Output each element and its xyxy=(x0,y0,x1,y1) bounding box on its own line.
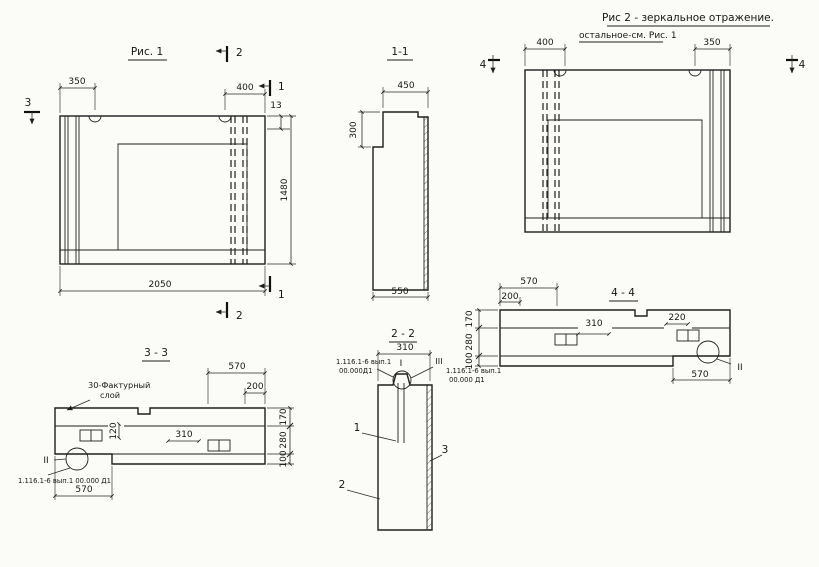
fig2-dim-350-label: 350 xyxy=(703,38,720,48)
facing-layer-note-line1: 30-Фактурный xyxy=(88,380,150,390)
section-2-2-node-I-label: I xyxy=(400,359,403,369)
fig1-view: Рис. 1 350 400 2 2 1 xyxy=(24,46,296,322)
section-3-3-dim-280-label: 280 xyxy=(279,431,289,448)
fig1-cut1-top-label: 1 xyxy=(278,81,285,93)
section-3-3-view: 3 - 3 30-Фактурный слой 570 200 120 310 xyxy=(18,347,294,500)
section-4-4-dim-570-top-label: 570 xyxy=(520,277,537,287)
fig1-dim-13-label: 13 xyxy=(270,101,281,111)
part-2-label: 2 xyxy=(339,479,346,491)
fig1-lifting-slot-right xyxy=(218,115,232,123)
section-1-1-dim-300-label: 300 xyxy=(349,121,359,138)
fig2-subtitle: остальное-см. Рис. 1 xyxy=(579,31,677,41)
fig1-cut3-label: 3 xyxy=(25,97,32,109)
section-3-3-dim-170-label: 170 xyxy=(279,408,289,425)
section-4-4-title: 4 - 4 xyxy=(611,287,635,299)
section-2-2-node-III-label: III xyxy=(435,356,442,366)
section-4-4-node-II-label: II xyxy=(737,363,742,373)
section-4-4-view: 4 - 4 570 200 310 220 170 2 xyxy=(465,277,743,384)
section-2-2-facing-layer xyxy=(427,385,432,530)
section-3-3-title: 3 - 3 xyxy=(144,347,168,359)
section-2-2-dim-310-label: 310 xyxy=(396,343,413,353)
section-3-3-dim-100-label: 100 xyxy=(279,450,289,467)
fig2-cut4-left-label: 4 xyxy=(480,59,487,71)
fig2-view: Рис 2 - зеркальное отражение. остальное-… xyxy=(480,12,806,233)
fig2-lifting-slot-right xyxy=(688,69,702,77)
section-2-2-body xyxy=(377,373,433,531)
fig1-dim-2050-label: 2050 xyxy=(149,280,172,290)
section-4-4-dim-200-label: 200 xyxy=(501,292,518,302)
section-4-4-dim-100-label: 100 xyxy=(465,352,475,369)
section-4-4-dim-310-label: 310 xyxy=(585,319,602,329)
fig1-dim-1480-label: 1480 xyxy=(280,178,290,201)
node-II-callout-circle xyxy=(696,340,720,364)
section-4-4-dim-280-label: 280 xyxy=(465,333,475,350)
section-3-3-body xyxy=(54,407,266,465)
fig1-title: Рис. 1 xyxy=(131,46,163,58)
fig2-recess xyxy=(547,119,703,218)
section-4-4-dim-170-label: 170 xyxy=(465,310,475,327)
fig1-panel-outline xyxy=(59,115,266,265)
section-1-1-body xyxy=(372,111,429,291)
fig1-lifting-slot-left xyxy=(88,115,102,123)
section-1-1-view: 1-1 450 300 550 xyxy=(349,46,430,301)
section-4-4-body xyxy=(499,309,731,367)
node-I-callout-circle xyxy=(392,370,412,390)
section-2-2-ref-right-line2: 00.000 Д1 xyxy=(449,376,485,384)
section-1-1-title: 1-1 xyxy=(391,46,408,58)
node-II-callout-circle xyxy=(65,447,89,471)
section-1-1-dim-550-label: 550 xyxy=(391,287,408,297)
facing-layer-note-line2: слой xyxy=(100,390,120,400)
section-3-3-detail-reference: 1.116.1-6 вып.1 00.000 Д1 xyxy=(18,477,111,485)
section-3-3-node-II-label: II xyxy=(43,456,48,466)
fig1-cut1-bottom-label: 1 xyxy=(278,289,285,301)
section-2-2-view: 2 - 2 310 I 1.116.1-6 вып.1 00.000Д1 III… xyxy=(336,328,501,531)
section-2-2-ref-left-line1: 1.116.1-6 вып.1 xyxy=(336,358,391,366)
fig1-cut2-bottom-label: 2 xyxy=(236,310,243,322)
part-3-label: 3 xyxy=(442,444,449,456)
fig2-dim-400-label: 400 xyxy=(536,38,553,48)
section-3-3-dim-570-bottom-label: 570 xyxy=(75,485,92,495)
fig2-title: Рис 2 - зеркальное отражение. xyxy=(602,12,774,24)
fig1-dim-350-label: 350 xyxy=(68,77,85,87)
fig2-panel-outline xyxy=(524,69,731,233)
fig1-recess xyxy=(117,143,248,250)
fig1-dim-400-label: 400 xyxy=(236,83,253,93)
section-1-1-facing-layer xyxy=(424,117,428,290)
fig1-cut2-top-label: 2 xyxy=(236,47,243,59)
section-3-3-dim-200-label: 200 xyxy=(246,382,263,392)
section-2-2-ref-left-line2: 00.000Д1 xyxy=(339,367,372,375)
section-4-4-dim-220-label: 220 xyxy=(668,313,685,323)
section-2-2-ref-right-line1: 1.116.1-6 вып.1 xyxy=(446,367,501,375)
section-3-3-dim-570-top-label: 570 xyxy=(228,362,245,372)
part-1-label: 1 xyxy=(354,422,361,434)
section-1-1-dim-450-label: 450 xyxy=(397,81,414,91)
section-4-4-dim-570-bottom-label: 570 xyxy=(691,370,708,380)
section-3-3-dim-120-label: 120 xyxy=(109,422,119,439)
section-3-3-dim-310-label: 310 xyxy=(175,430,192,440)
fig2-cut4-right-label: 4 xyxy=(799,59,806,71)
section-2-2-title: 2 - 2 xyxy=(391,328,415,340)
fig2-lifting-slot-left xyxy=(553,69,567,77)
